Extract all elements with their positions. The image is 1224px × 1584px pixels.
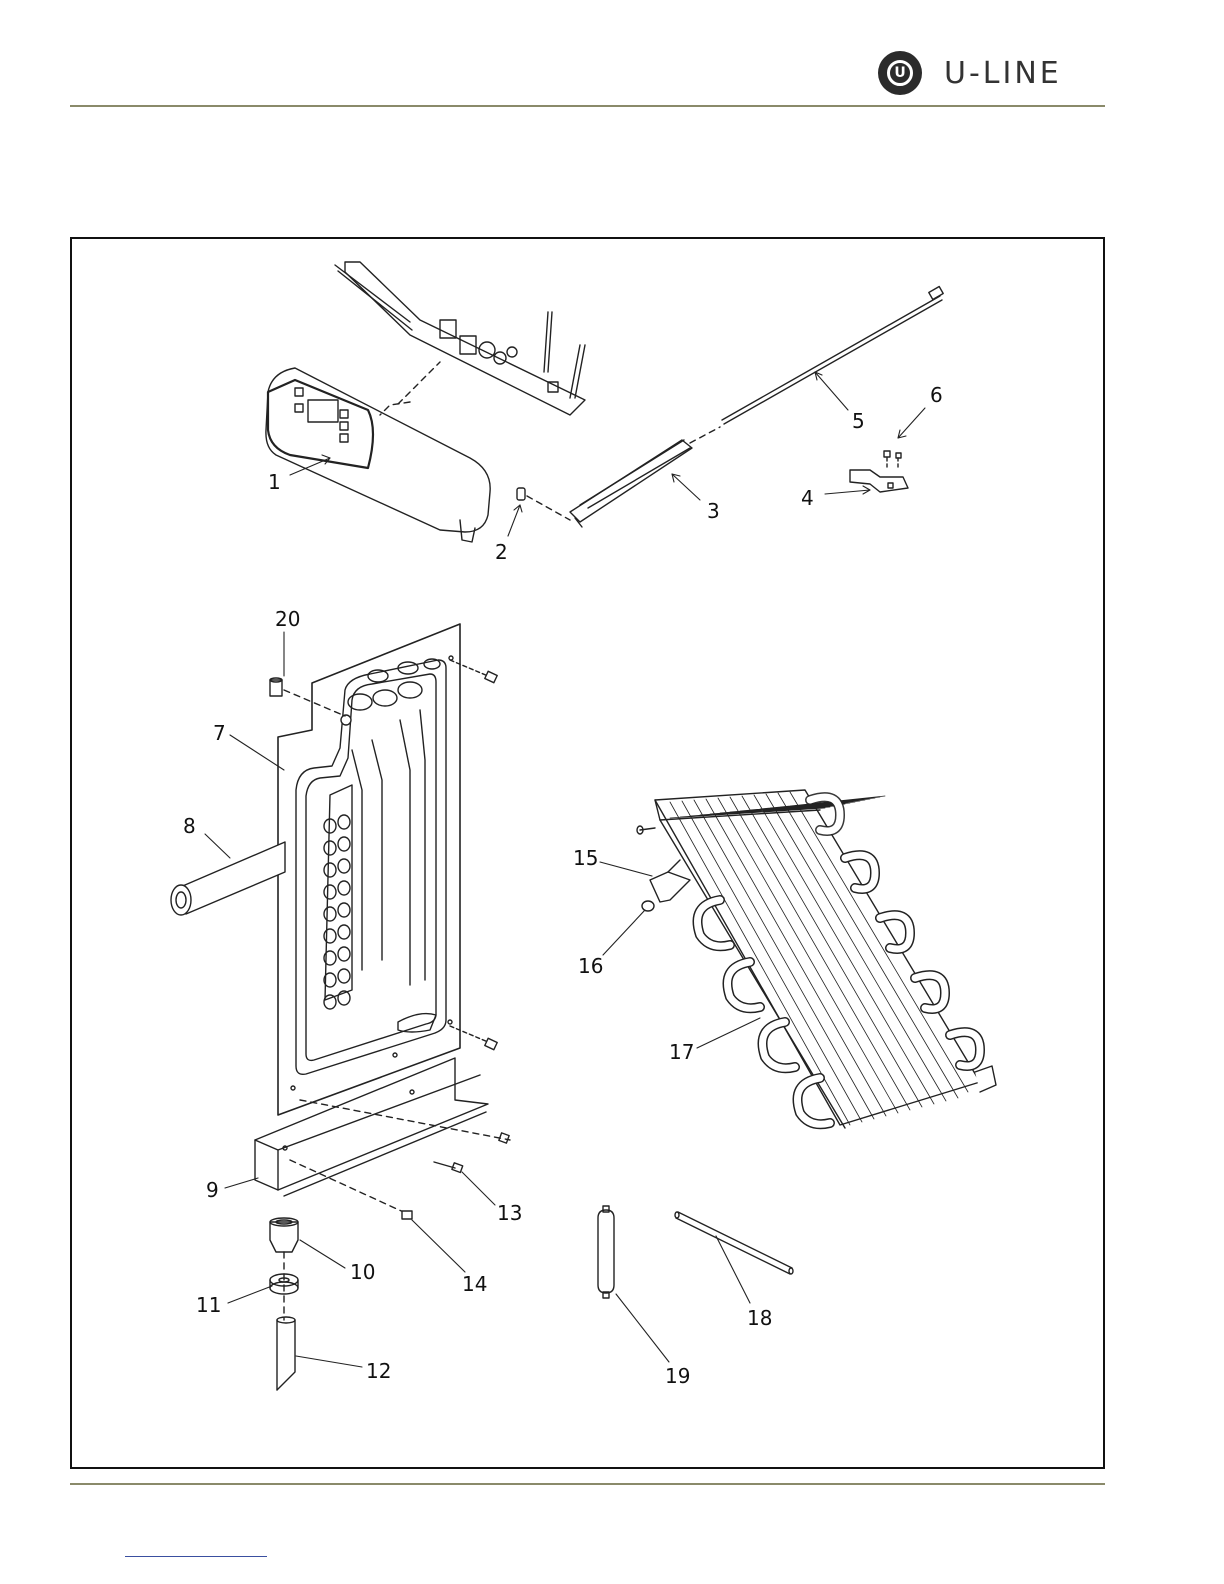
control-board bbox=[335, 262, 585, 415]
callout-1: 1 bbox=[268, 470, 281, 494]
callout-3: 3 bbox=[707, 499, 720, 523]
nut-part-14 bbox=[402, 1211, 412, 1219]
sensor-bracket bbox=[570, 440, 692, 527]
sensor-cable bbox=[722, 287, 943, 424]
callout-15: 15 bbox=[573, 846, 598, 870]
footer-divider bbox=[70, 1483, 1105, 1485]
callout-7: 7 bbox=[213, 721, 226, 745]
callout-16: 16 bbox=[578, 954, 603, 978]
callout-9: 9 bbox=[206, 1178, 219, 1202]
callout-10: 10 bbox=[350, 1260, 375, 1284]
callout-19: 19 bbox=[665, 1364, 690, 1388]
callout-8: 8 bbox=[183, 814, 196, 838]
callout-11: 11 bbox=[196, 1293, 221, 1317]
callout-4: 4 bbox=[801, 486, 814, 510]
callout-6: 6 bbox=[930, 383, 943, 407]
pin-part bbox=[517, 488, 525, 500]
filter-drier bbox=[598, 1206, 614, 1298]
connector-block bbox=[850, 470, 908, 492]
callout-5: 5 bbox=[852, 409, 865, 433]
callout-18: 18 bbox=[747, 1306, 772, 1330]
callout-20: 20 bbox=[275, 607, 300, 631]
insulation-tube bbox=[171, 842, 285, 915]
spacer-part-20 bbox=[270, 678, 282, 696]
callout-12: 12 bbox=[366, 1359, 391, 1383]
drain-tube bbox=[277, 1317, 295, 1390]
screw-part-16 bbox=[642, 901, 654, 911]
evaporator-plate bbox=[278, 624, 460, 1115]
callout-2: 2 bbox=[495, 540, 508, 564]
clamp-part-15 bbox=[650, 860, 690, 902]
capillary-rod bbox=[675, 1212, 793, 1274]
footer-link-underline[interactable] bbox=[125, 1556, 267, 1557]
callout-17: 17 bbox=[669, 1040, 694, 1064]
condenser-coil bbox=[637, 790, 996, 1128]
control-housing bbox=[266, 368, 490, 542]
callout-13: 13 bbox=[497, 1201, 522, 1225]
callout-14: 14 bbox=[462, 1272, 487, 1296]
grommet-part-10 bbox=[270, 1218, 298, 1252]
screw-part-13 bbox=[434, 1133, 509, 1173]
screws-part-6 bbox=[884, 451, 901, 470]
